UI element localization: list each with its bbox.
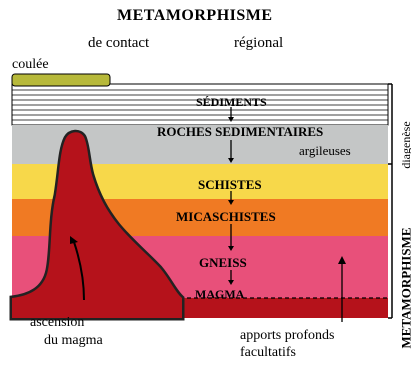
coulee-flow bbox=[12, 74, 110, 86]
ascension-label-line2: du magma bbox=[44, 334, 103, 348]
micaschistes-label: MICASCHISTES bbox=[176, 210, 276, 223]
magma-label: MAGMA bbox=[195, 288, 244, 300]
argileuses-label: argileuses bbox=[299, 144, 351, 157]
schistes-label: SCHISTES bbox=[198, 178, 262, 191]
side-metamorphisme-label: METAMORPHISME bbox=[400, 227, 411, 348]
side-labels: diagenèse METAMORPHISME bbox=[400, 88, 411, 356]
sediments-label: SÉDIMENTS bbox=[196, 96, 267, 108]
diagenese-label: diagenèse bbox=[400, 121, 411, 168]
roches-label: ROCHES SEDIMENTAIRES bbox=[157, 125, 323, 138]
ascension-label-line1: ascension bbox=[30, 316, 84, 330]
apports-label-line1: apports profonds bbox=[240, 329, 335, 343]
gneiss-label: GNEISS bbox=[199, 256, 247, 269]
apports-label-line2: facultatifs bbox=[240, 346, 296, 360]
